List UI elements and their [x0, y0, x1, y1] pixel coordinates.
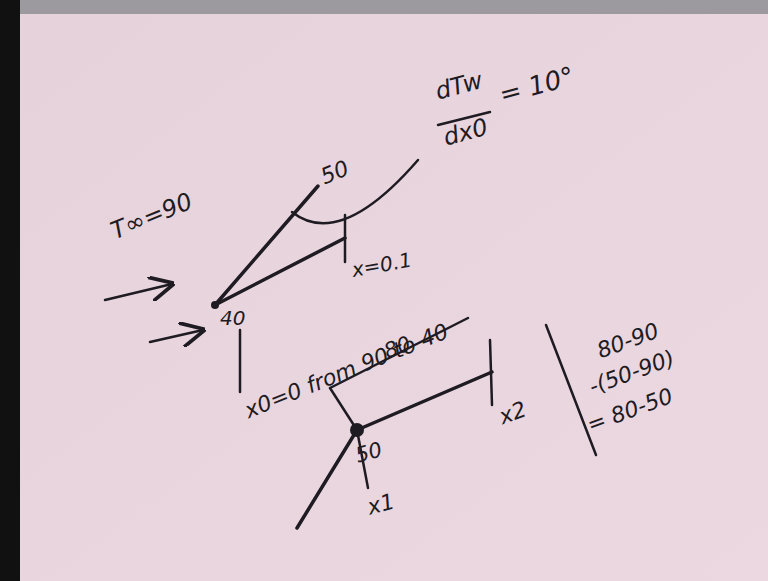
wall-line	[215, 238, 345, 305]
leader	[239, 330, 242, 392]
surface-line	[215, 186, 318, 305]
flow-arrow	[150, 330, 203, 342]
bracket	[330, 388, 357, 430]
wall-line	[357, 372, 492, 430]
flow-arrow	[105, 284, 172, 300]
point	[350, 423, 364, 437]
point	[211, 301, 219, 309]
surface-line	[297, 430, 357, 528]
tick	[344, 215, 347, 262]
top-edge	[0, 0, 768, 14]
divider	[546, 325, 596, 455]
handwritten-label: 40	[220, 308, 245, 328]
tick	[490, 340, 492, 405]
left-edge	[0, 0, 20, 581]
leader-curve	[292, 160, 418, 223]
